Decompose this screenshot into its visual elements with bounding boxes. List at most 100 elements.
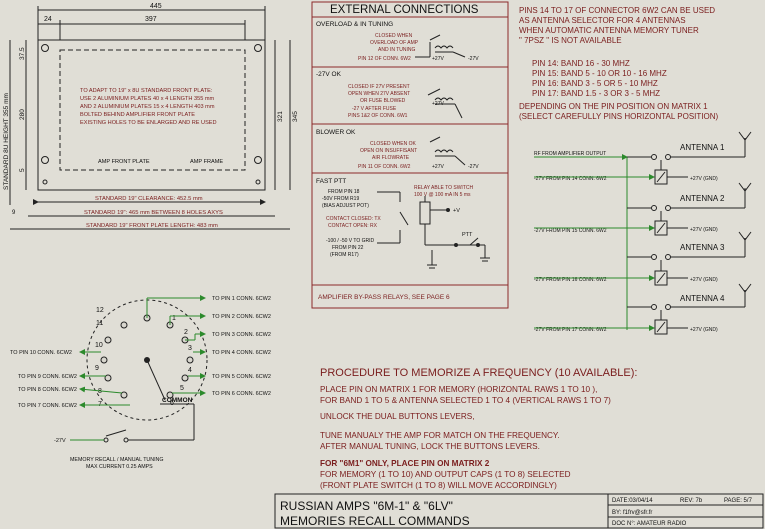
common-v: -27V [54,438,66,444]
dim-445: 445 [150,3,162,10]
overload-title: OVERLOAD & IN TUNING [316,21,393,28]
rotary-num-4: 4 [188,367,192,374]
ptt-pv: +V [453,208,460,214]
ptt-from: FROM PIN 18 -50V FROM R19 (BIAS ADJUST P… [322,189,369,209]
antenna-row-1: ANTENNA 1 -27V FROM PIN 14 CONN. 6W2 +27… [534,131,752,185]
amp-front-plate-label: AMP FRONT PLATE [98,159,150,165]
overload-pin: PIN 12 OF CONN. 6W2 [358,56,411,62]
dim-side-label: STANDARD 8U HEIGHT 355 mm [3,93,10,190]
ptt-title: FAST PTT [316,178,346,185]
pin-right-1: TO PIN 1 CONN. 6CW2 [212,296,271,302]
dim-5: 5 [19,168,26,172]
title-date: DATE:03/04/14 [612,498,653,504]
pins-note: PINS 14 TO 17 OF CONNECTOR 6W2 CAN BE US… [519,6,718,121]
antenna-2-label: ANTENNA 2 [680,194,725,203]
rotary-num-9: 9 [95,365,99,372]
blower-pin: PIN 11 OF CONN. 6W2 [358,164,411,170]
blower-desc: CLOSED WHEN OK OPEN ON INSUFFISANT AIR F… [360,141,419,161]
ext-title: EXTERNAL CONNECTIONS [330,4,479,16]
std-holes: STANDARD 19": 465 mm BETWEEN 8 HOLES AXY… [84,210,223,216]
antenna-4-label: ANTENNA 4 [680,294,725,303]
rotary-num-12: 12 [96,307,104,314]
procedure-step-3: TUNE MANUALY THE AMP FOR MATCH ON THE FR… [320,431,562,451]
antenna-1-gnd: +27V (GND) [690,176,718,182]
std-length: STANDARD 19" FRONT PLATE LENGTH: 483 mm [86,223,218,229]
rotary-switch: 1 2 3 4 5 6 7 8 9 10 11 12 TO PIN 1 CONN… [10,295,271,470]
ptt-label: PTT [462,232,473,238]
connector-caption: MEMORY RECALL / MANUAL TUNING MAX CURREN… [70,457,165,470]
title-block: RUSSIAN AMPS "6M-1" & "6LV" MEMORIES REC… [274,493,764,529]
rotary-num-5: 5 [180,385,184,392]
procedure-step-1: PLACE PIN ON MATRIX 1 FOR MEMORY (HORIZO… [320,385,611,405]
antenna-2-gnd: +27V (GND) [690,227,718,233]
plate-note: TO ADAPT TO 19" x 8U STANDARD FRONT PLAT… [80,88,217,126]
bands-list: PIN 14: BAND 16 - 30 MHZ PIN 15: BAND 5 … [532,59,669,98]
antenna-row-3: ANTENNA 3 -27V FROM PIN 16 CONN. 6W2 +27… [534,231,752,286]
overload-v2: -27V [468,56,479,62]
blower-v2: -27V [468,164,479,170]
dim-397: 397 [145,16,157,23]
ok-title: -27V OK [316,71,342,78]
antenna-1-pin: -27V FROM PIN 14 CONN. 6W2 [534,176,607,182]
antenna-3-label: ANTENNA 3 [680,243,725,252]
pin-right-2: TO PIN 2 CONN. 6CW2 [212,314,271,320]
overload-v1: +27V [432,56,444,62]
antenna-row-2: ANTENNA 2 -27V FROM PIN 15 CONN. 6W2 +27… [534,182,752,236]
title-line-2: MEMORIES RECALL COMMANDS [280,514,470,528]
antenna-1-label: ANTENNA 1 [680,143,725,152]
external-connections-box: EXTERNAL CONNECTIONS OVERLOAD & IN TUNIN… [311,1,509,309]
common-label: COMMON [162,397,193,404]
ptt-relay: RELAY ABLE TO SWITCH 100 V @ 100 mA IN 5… [414,185,475,198]
antenna-4-pin: -27V FROM PIN 17 CONN. 6W2 [534,327,607,333]
rotary-num-11: 11 [96,320,103,327]
dim-321: 321 [277,111,284,122]
std-clearance: STANDARD 19" CLEARANCE: 452.5 mm [95,196,203,202]
antenna-4-gnd: +27V (GND) [690,327,718,333]
dim-280: 280 [19,109,26,120]
overload-desc: CLOSED WHEN OVERLOAD OF AMP AND IN TUNIN… [370,33,419,53]
amp-frame-label: AMP FRAME [190,159,223,165]
matrix-note: DEPENDING ON THE PIN POSITION ON MATRIX … [519,102,718,121]
dim-24: 24 [44,16,52,23]
pin-right-4: TO PIN 4 CONN. 6CW2 [212,350,271,356]
svg-text:PINS 14 TO 17 OF CONNECTOR 6W2: PINS 14 TO 17 OF CONNECTOR 6W2 CAN BE US… [519,6,717,45]
pin-left-8: TO PIN 8 CONN. 6CW2 [18,387,77,393]
dim-375: 37.5 [19,47,26,60]
title-line-1: RUSSIAN AMPS "6M-1" & "6LV" [280,499,453,513]
blower-v1: +27V [432,164,444,170]
title-page: PAGE: 5/7 [724,498,753,504]
procedure-block: PROCEDURE TO MEMORIZE A FREQUENCY (10 AV… [320,367,637,490]
pin-right-5: TO PIN 5 CONN. 6CW2 [212,374,271,380]
dim-345: 345 [292,111,299,122]
title-doc: DOC N°: AMATEUR RADIO [612,521,687,527]
ok-desc: CLOSED IF 27V PRESENT OPEN WHEN 27V ABSE… [348,84,412,104]
rotary-num-1: 1 [172,315,176,322]
pin-left-9: TO PIN 9 CONN. 6CW2 [18,374,77,380]
procedure-step-2: UNLOCK THE DUAL BUTTONS LEVERS, [320,412,475,421]
bypass-note: AMPLIFIER BY-PASS RELAYS, SEE PAGE 6 [318,294,450,301]
rotary-num-2: 2 [184,329,188,336]
antenna-3-gnd: +27V (GND) [690,277,718,283]
procedure-title: PROCEDURE TO MEMORIZE A FREQUENCY (10 AV… [320,367,637,379]
title-by: BY: f1frv@sfr.fr [612,510,652,516]
ok-pin: PINS 1&2 OF CONN. 6W1 [348,113,408,119]
ptt-grid: -100 / -50 V TO GRID FROM PIN 22 (FROM R… [326,238,376,258]
pin-left-10: TO PIN 10 CONN. 6CW2 [10,350,72,356]
title-rev: REV: 7b [680,498,703,504]
rf-from-amp: RF FROM AMPLIFIER OUTPUT [534,151,606,157]
antenna-row-4: ANTENNA 4 -27V FROM PIN 17 CONN. 6W2 +27… [534,283,752,335]
procedure-step-4: FOR "6M1" ONLY, PLACE PIN ON MATRIX 2 [320,459,490,468]
rotary-num-3: 3 [188,345,192,352]
rotary-num-8: 8 [98,388,102,395]
pin-left-7: TO PIN 7 CONN. 6CW2 [18,403,77,409]
antenna-selector: RF FROM AMPLIFIER OUTPUT ANTENNA 1 -27V … [534,131,752,335]
ok-v1: -27 V AFTER FUSE [352,106,397,112]
rotary-num-10: 10 [95,342,103,349]
antenna-3-pin: -27V FROM PIN 16 CONN. 6W2 [534,277,607,283]
procedure-step-5: FOR MEMORY (1 TO 10) AND OUTPUT CAPS (1 … [320,470,573,490]
pin-right-6: TO PIN 6 CONN. 6CW2 [212,391,271,397]
blower-title: BLOWER OK [316,129,356,136]
dim-9: 9 [12,210,16,216]
ptt-contact: CONTACT CLOSED: TX CONTACT OPEN: RX [326,216,382,229]
